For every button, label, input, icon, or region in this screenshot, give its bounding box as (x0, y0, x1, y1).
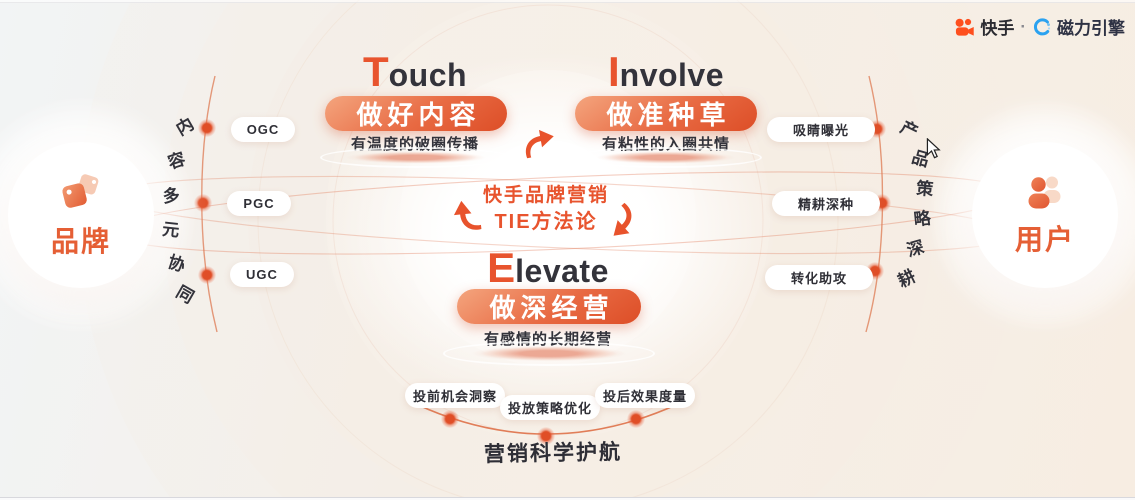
arc-dot (441, 410, 459, 428)
arc-dot (627, 410, 645, 428)
bottom-edge-line (0, 497, 1135, 500)
pill-conversion: 转化助攻 (765, 265, 873, 290)
elevate-title: Elevate (448, 247, 648, 298)
pill-pre-launch-insight: 投前机会洞察 (405, 383, 505, 408)
arc-dot (194, 194, 212, 212)
arc-label-char: 元 (161, 219, 181, 241)
elevate-initial: E (487, 244, 516, 291)
pill-strategy-optimization: 投放策略优化 (500, 395, 600, 420)
pill-pgc: PGC (227, 191, 291, 216)
arc-label-char: 策 (915, 178, 935, 200)
logo-separator: · (1020, 16, 1026, 36)
involve-initial: I (607, 48, 620, 95)
users-icon (1028, 176, 1061, 208)
top-edge-line (0, 0, 1135, 3)
elevate-dish (443, 341, 655, 366)
kuaishou-logo-text: 快手 (980, 19, 1015, 38)
involve-title: Involve (566, 51, 766, 102)
logo-bar: 快手 · 磁力引擎 (953, 14, 1125, 39)
center-title-line1: 快手品牌营销 (482, 185, 609, 206)
magnetic-engine-logo-icon (1033, 17, 1051, 35)
mouse-cursor (926, 138, 941, 159)
brand-node: 品牌 (8, 142, 154, 288)
touch-rest: ouch (388, 57, 468, 93)
price-tag-icon (62, 173, 99, 208)
involve-rest: nvolve (619, 57, 725, 93)
arc-dot (537, 427, 555, 445)
center-title: 快手品牌营销 TIE方法论 (446, 183, 646, 236)
arc-dot (198, 266, 216, 284)
marketing-science-title: 营销科学护航 (483, 440, 623, 467)
touch-dish (320, 147, 512, 168)
pill-ogc: OGC (231, 117, 295, 142)
arc-dot (198, 119, 216, 137)
elevate-pill: 做深经营 (457, 289, 641, 324)
touch-pill: 做好内容 (325, 96, 507, 131)
arc-label-char: 多 (161, 185, 181, 207)
user-node-label: 用户 (1014, 223, 1075, 255)
user-node: 用户 (972, 142, 1118, 288)
arc-label-char: 略 (912, 208, 932, 230)
kuaishou-logo-icon (955, 18, 975, 36)
arrow-touch-to-involve-icon (525, 129, 554, 159)
magnetic-engine-logo-text: 磁力引擎 (1057, 19, 1125, 38)
center-title-line2: TIE方法论 (494, 211, 598, 233)
arrow-elevate-to-touch-icon (453, 200, 482, 230)
elevate-rest: levate (515, 253, 609, 289)
arrow-involve-to-elevate-icon (613, 202, 632, 236)
involve-dish (570, 147, 762, 168)
touch-initial: T (362, 48, 389, 95)
brand-node-label: 品牌 (50, 225, 111, 257)
involve-pill: 做准种草 (575, 96, 757, 131)
pill-cultivate: 精耕深种 (772, 191, 880, 216)
pill-ugc: UGC (230, 262, 294, 287)
touch-title: Touch (315, 51, 515, 102)
pill-post-launch-measure: 投后效果度量 (595, 383, 695, 408)
pill-exposure: 吸睛曝光 (767, 117, 875, 142)
